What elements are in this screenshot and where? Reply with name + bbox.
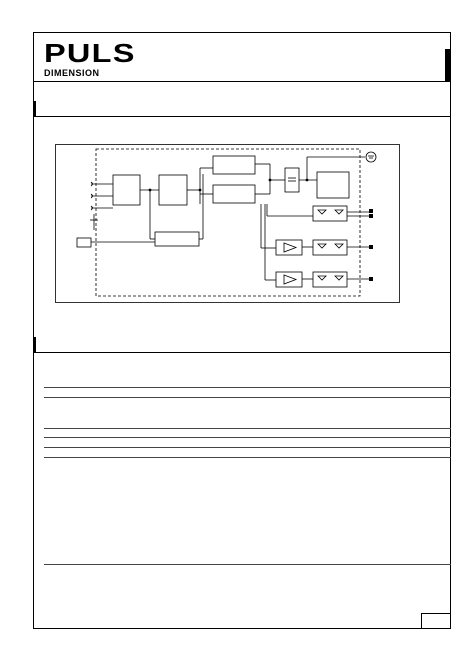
amplifier-block-2 bbox=[275, 271, 303, 288]
potentiometer-icon bbox=[76, 237, 92, 248]
amplifier-block-1 bbox=[275, 239, 303, 256]
page-frame-bottom bbox=[33, 628, 451, 629]
input-filter-block bbox=[112, 174, 141, 206]
table-rule bbox=[44, 387, 451, 388]
pfc-block bbox=[158, 174, 188, 206]
page-frame-right bbox=[450, 32, 451, 629]
output-capacitor-block bbox=[284, 167, 300, 193]
table-rule bbox=[44, 447, 451, 448]
table-rule bbox=[44, 457, 451, 458]
header-rule bbox=[33, 81, 451, 82]
optocoupler-symbols bbox=[317, 209, 344, 281]
section-header-marker bbox=[33, 101, 36, 117]
diagram-border bbox=[55, 144, 400, 303]
table-rule bbox=[44, 437, 451, 438]
converter-block-2 bbox=[212, 184, 256, 204]
table-rule bbox=[44, 564, 451, 565]
optocoupler-2 bbox=[312, 239, 348, 256]
section-header-bar bbox=[33, 101, 451, 117]
section-header-bar-2 bbox=[33, 337, 451, 353]
optocoupler-3 bbox=[312, 271, 348, 288]
block-diagram bbox=[55, 144, 400, 303]
table-rule bbox=[44, 428, 451, 429]
control-block bbox=[154, 231, 200, 247]
page-number-box bbox=[421, 613, 451, 629]
output-stage-block bbox=[316, 171, 350, 199]
input-terminals bbox=[90, 181, 113, 230]
section-header-marker-2 bbox=[33, 337, 36, 353]
converter-block-1 bbox=[212, 155, 256, 175]
header-side-tab bbox=[445, 49, 451, 81]
company-logo-subtext: DIMENSION bbox=[44, 68, 100, 78]
earth-terminal bbox=[365, 151, 377, 163]
diagram-enclosure bbox=[95, 148, 361, 297]
company-logo: PULS bbox=[44, 38, 136, 68]
page-frame bbox=[33, 32, 451, 629]
table-rule bbox=[44, 397, 451, 398]
output-terminals bbox=[148, 178, 373, 281]
optocoupler-1 bbox=[312, 205, 348, 222]
